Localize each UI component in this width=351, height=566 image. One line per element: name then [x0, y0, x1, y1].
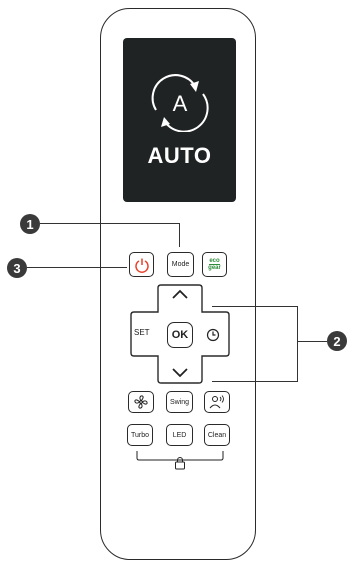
- callout-3-line: [27, 267, 127, 269]
- clean-button[interactable]: Clean: [204, 424, 230, 446]
- callout-2-line-top: [212, 306, 298, 308]
- fan-speed-button[interactable]: [128, 391, 154, 413]
- eco-gear-button[interactable]: eco gear: [202, 252, 227, 277]
- turbo-button[interactable]: Turbo: [127, 424, 153, 446]
- callout-2-line: [297, 341, 327, 343]
- power-button[interactable]: [129, 252, 154, 277]
- ok-button[interactable]: OK: [167, 322, 193, 348]
- callout-3: 3: [7, 258, 27, 278]
- display-mode-text: AUTO: [147, 143, 212, 168]
- timer-button[interactable]: [206, 328, 220, 342]
- set-button[interactable]: SET: [134, 328, 150, 337]
- eco-label: eco: [209, 258, 220, 265]
- callout-2-bracket: [297, 306, 299, 382]
- fan-icon: [134, 395, 148, 409]
- callout-2-line-bottom: [212, 381, 298, 383]
- child-lock-bracket: [136, 451, 224, 461]
- callout-2: 2: [327, 331, 347, 351]
- display-screen: [123, 38, 236, 202]
- gear-label: gear: [208, 265, 221, 271]
- callout-1: 1: [20, 214, 40, 234]
- person-signal-icon: [209, 395, 224, 409]
- mode-button[interactable]: Mode: [167, 252, 194, 277]
- callout-1-line-vertical: [179, 223, 181, 247]
- swing-button[interactable]: Swing: [166, 391, 193, 413]
- follow-me-button[interactable]: [204, 391, 230, 413]
- callout-1-line: [40, 223, 180, 225]
- power-icon: [134, 258, 149, 273]
- svg-text:A: A: [173, 91, 188, 116]
- up-arrow-button[interactable]: [170, 287, 190, 301]
- lock-icon: [175, 457, 185, 470]
- led-button[interactable]: LED: [166, 424, 193, 446]
- auto-mode-icon: A: [151, 74, 209, 132]
- down-arrow-button[interactable]: [170, 366, 190, 380]
